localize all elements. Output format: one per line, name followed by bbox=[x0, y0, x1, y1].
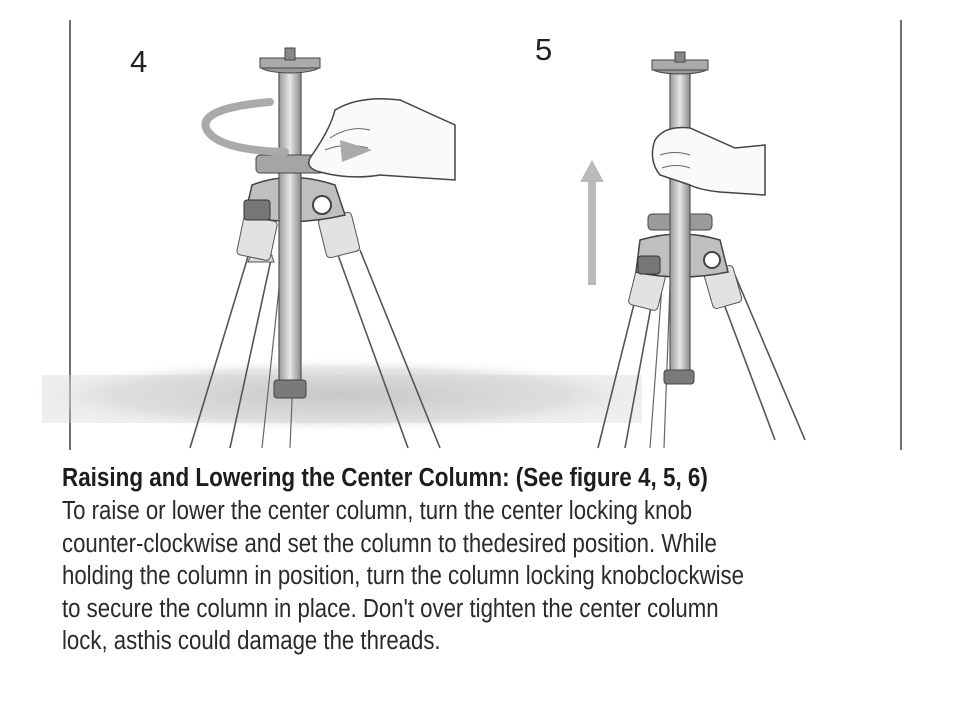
figure-5-tripod bbox=[597, 51, 806, 449]
body-line-1: To raise or lower the center column, tur… bbox=[62, 497, 693, 525]
floor-shadow-band bbox=[42, 375, 642, 423]
floor-shadow bbox=[20, 357, 660, 433]
instruction-illustrations: 4 5 bbox=[20, 20, 902, 450]
body-line-5: lock, asthis could damage the threads. bbox=[62, 627, 441, 656]
rotate-arrow-icon bbox=[201, 98, 372, 162]
body-line-2: counter-clockwise and set the column to … bbox=[62, 529, 717, 558]
instructions-text: Raising and Lowering the Center Column: … bbox=[62, 462, 942, 658]
up-arrow-icon bbox=[580, 160, 604, 285]
section-heading: Raising and Lowering the Center Column: … bbox=[62, 464, 708, 492]
body-line-3: holding the column in position, turn the… bbox=[62, 562, 744, 591]
figure-5-label: 5 bbox=[535, 32, 552, 67]
body-line-4: to secure the column in place. Don't ove… bbox=[62, 594, 719, 623]
figure-4-label: 4 bbox=[130, 44, 147, 79]
